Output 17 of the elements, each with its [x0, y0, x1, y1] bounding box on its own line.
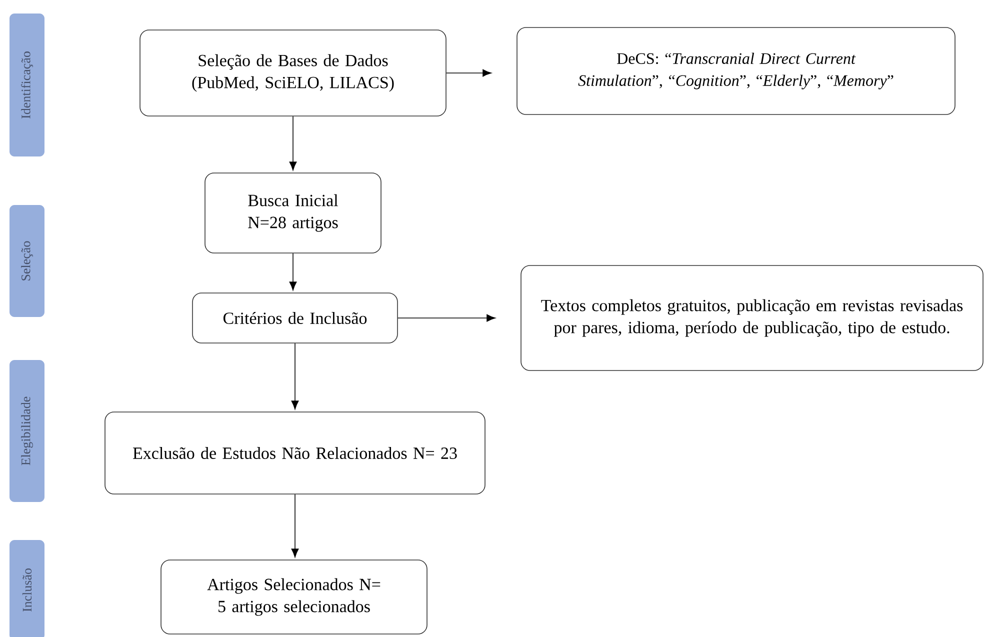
- process-box: Busca Inicial N=28 artigos: [204, 172, 382, 254]
- arrow: [398, 314, 496, 322]
- phase-tab: Elegibilidade: [10, 360, 44, 502]
- process-box: Exclusão de Estudos Não Relacionados N= 23: [104, 412, 486, 494]
- arrow: [289, 116, 297, 170]
- arrow: [291, 494, 299, 558]
- process-box: Seleção de Bases de Dados (PubMed, SciELO, LILACS): [140, 30, 446, 116]
- phase-tab: Identificação: [10, 14, 44, 156]
- process-box: Critérios de Inclusão: [192, 292, 398, 344]
- process-box: Textos completos gratuitos, publicação em revistas revisadas por pares, idioma, período de publicação, tipo de estudo.: [520, 265, 984, 371]
- arrow: [291, 343, 299, 410]
- arrow: [289, 253, 297, 290]
- process-box: DeCS: “Transcranial Direct Current Stimulation”, “Cognition”, “Elderly”, “Memory”: [516, 27, 956, 115]
- arrow: [446, 69, 492, 77]
- phase-tab: Seleção: [10, 205, 44, 317]
- process-box: Artigos Selecionados N= 5 artigos selecionados: [160, 560, 428, 634]
- phase-tab: Inclusão: [10, 540, 44, 637]
